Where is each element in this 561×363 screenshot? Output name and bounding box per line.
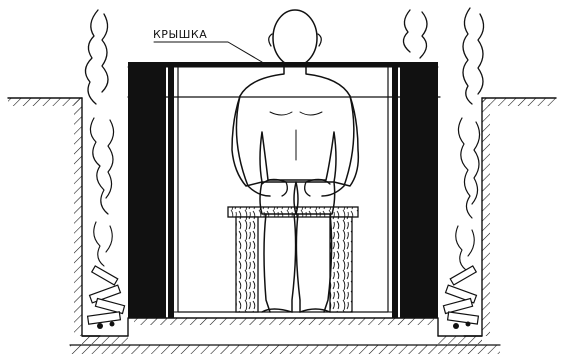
chamber-wall-right [392, 66, 438, 318]
ground-right [482, 98, 556, 106]
chamber-inner [174, 66, 392, 312]
lid-label: КРЫШКА [153, 28, 207, 41]
firewood-left [88, 266, 125, 329]
firewood-right [443, 266, 478, 329]
ground-left [8, 98, 82, 106]
lid [128, 62, 438, 67]
lid-label-group: КРЫШКА [153, 28, 262, 62]
chamber-wall-left [128, 66, 174, 318]
flames-left [85, 10, 113, 266]
